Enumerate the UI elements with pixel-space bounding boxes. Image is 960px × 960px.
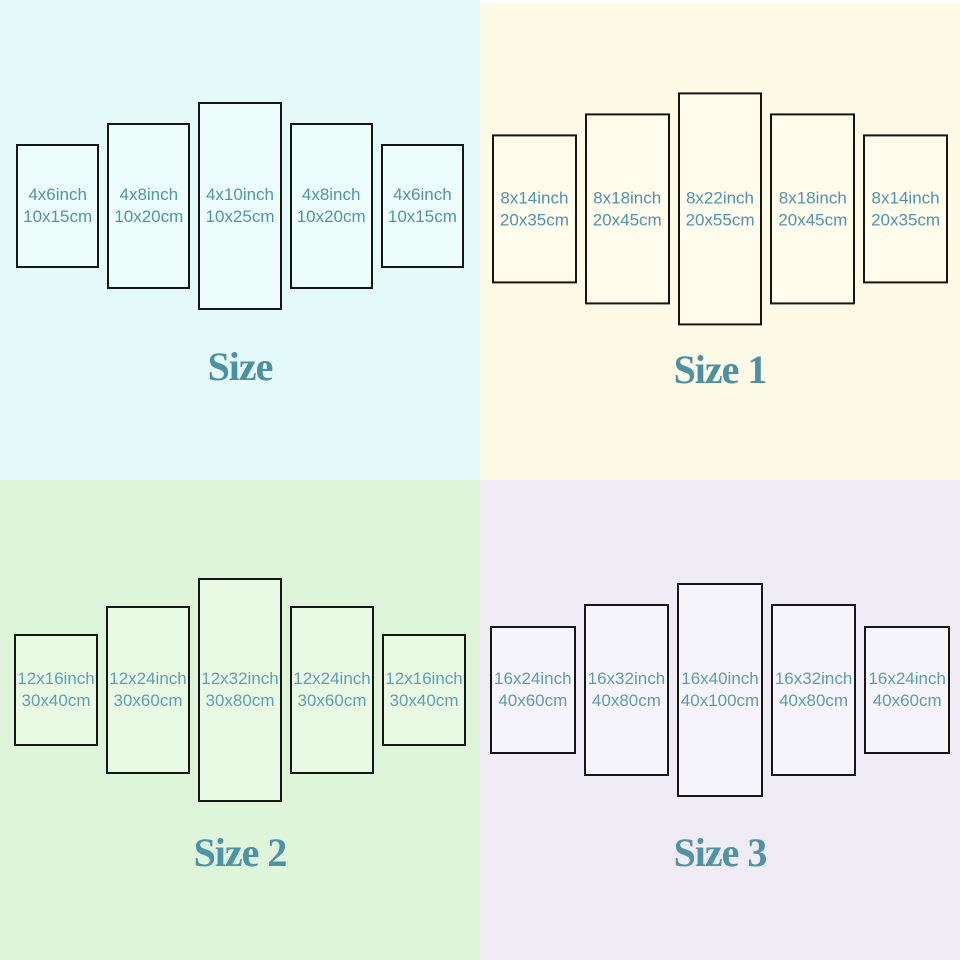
panel-size-cm: 30x40cm (21, 691, 91, 710)
panel-size-label: 4x10inch 10x25cm (206, 184, 275, 228)
panel-size-cm: 40x60cm (872, 690, 942, 710)
canvas-panel: 12x16inch 30x40cm (382, 634, 466, 746)
panel-size-cm: 10x15cm (387, 206, 457, 226)
panel-size-inch: 16x32inch (774, 669, 853, 688)
panel-size-cm: 40x80cm (591, 691, 661, 710)
panels-row: 12x16inch 30x40cm 12x24inch 30x60cm 12x32inc… (0, 578, 480, 802)
panel-size-cm: 30x60cm (297, 691, 367, 710)
panel-size-cm: 30x60cm (113, 691, 183, 710)
panel-size-inch: 12x16inch (17, 669, 95, 688)
panel-size-inch: 16x24inch (868, 668, 946, 688)
panel-size-cm: 20x35cm (871, 209, 941, 229)
panel-size-cm: 40x60cm (498, 690, 568, 710)
panel-size-label: 16x32inch 40x80cm (588, 668, 666, 712)
panel-size-inch: 16x32inch (587, 669, 666, 688)
panel-size-inch: 12x32inch (201, 669, 279, 688)
panel-size-label: 16x32inch 40x80cm (775, 668, 853, 712)
panel-size-label: 12x16inch 30x40cm (17, 668, 95, 712)
size-chart-title: Size 1 (673, 347, 768, 392)
panel-size-cm: 10x20cm (114, 206, 184, 226)
canvas-panel: 8x22inch 20x55cm (677, 92, 763, 326)
panel-size-cm: 40x100cm (680, 691, 760, 710)
canvas-panel: 12x24inch 30x60cm (290, 606, 374, 774)
panel-size-inch: 4x8inch (119, 184, 179, 204)
panel-size-cm: 30x40cm (389, 691, 459, 710)
panel-size-inch: 8x14inch (500, 187, 569, 207)
panel-size-label: 12x16inch 30x40cm (385, 668, 463, 712)
panel-size-inch: 4x10inch (205, 185, 275, 204)
panel-size-inch: 12x16inch (385, 669, 463, 688)
canvas-panel: 16x32inch 40x80cm (770, 604, 857, 776)
panel-size-inch: 4x8inch (301, 184, 361, 204)
canvas-panel: 16x40inch 40x100cm (677, 583, 763, 797)
panel-size-inch: 4x6inch (28, 184, 87, 204)
size-chart-title: Size 3 (673, 830, 768, 875)
panel-size-cm: 20x45cm (778, 209, 848, 229)
panel-size-inch: 8x18inch (778, 187, 847, 207)
panel-size-cm: 20x45cm (592, 209, 662, 229)
canvas-panel: 16x32inch 40x80cm (583, 604, 670, 776)
canvas-panel: 12x16inch 30x40cm (14, 634, 98, 746)
size-chart-size-2: 12x16inch 30x40cm 12x24inch 30x60cm 12x32inc… (0, 480, 480, 960)
panel-size-inch: 16x24inch (494, 668, 572, 688)
size-chart-title: Size 2 (193, 830, 288, 875)
panel-size-label: 12x32inch 30x80cm (201, 668, 279, 712)
panel-size-inch: 8x14inch (871, 187, 940, 207)
size-chart-title: Size (207, 344, 274, 389)
panel-size-inch: 16x40inch (681, 669, 759, 688)
panel-size-inch: 8x18inch (593, 187, 662, 207)
panel-size-label: 12x24inch 30x60cm (293, 668, 371, 712)
panel-size-label: 16x40inch 40x100cm (681, 668, 759, 712)
panel-size-cm: 40x80cm (779, 691, 849, 710)
panel-size-cm: 10x15cm (23, 206, 93, 226)
canvas-panel: 4x10inch 10x25cm (198, 102, 282, 310)
canvas-panel: 12x32inch 30x80cm (198, 578, 282, 802)
panel-size-cm: 10x25cm (205, 207, 275, 226)
panel-size-inch: 12x24inch (293, 669, 371, 688)
canvas-panel: 12x24inch 30x60cm (106, 606, 190, 774)
panel-size-cm: 10x20cm (296, 206, 366, 226)
panel-size-cm: 20x55cm (685, 210, 755, 229)
panel-size-inch: 8x22inch (685, 188, 755, 207)
panel-size-inch: 12x24inch (109, 669, 187, 688)
panel-size-cm: 20x35cm (499, 209, 569, 229)
panel-size-label: 12x24inch 30x60cm (109, 668, 187, 712)
panel-size-cm: 30x80cm (205, 691, 275, 710)
panel-size-label: 8x22inch 20x55cm (686, 187, 755, 231)
panel-size-inch: 4x6inch (393, 184, 452, 204)
